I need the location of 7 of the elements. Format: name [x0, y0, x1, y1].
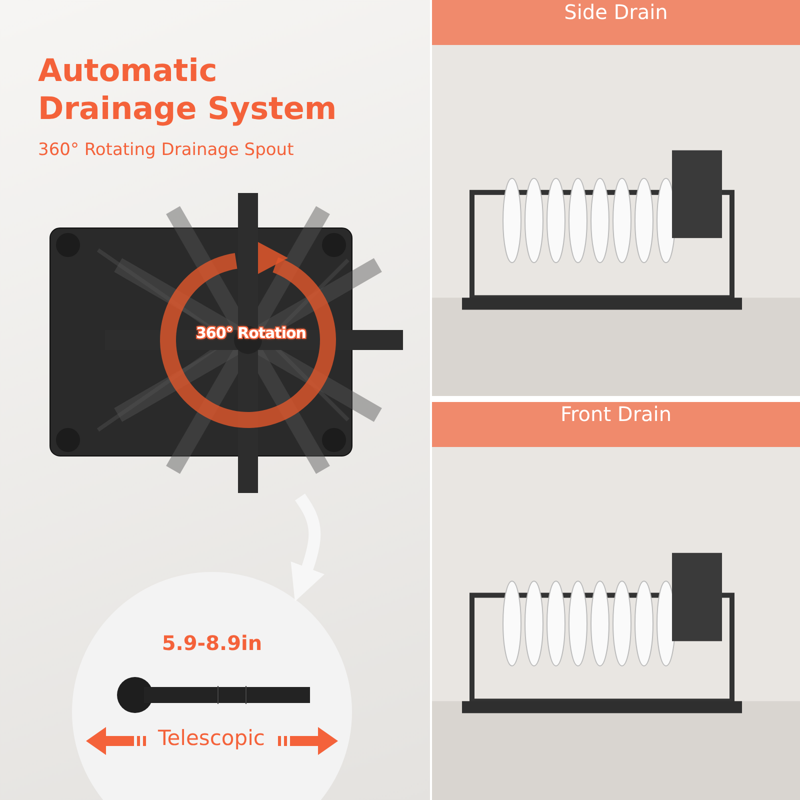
- heading-band: Front Drain: [432, 402, 800, 447]
- length-label: 5.9-8.9in: [160, 631, 264, 655]
- telescopic-label: Telescopic: [158, 726, 265, 750]
- title: Automatic Drainage System: [38, 52, 338, 128]
- heading-band: Side Drain: [432, 0, 800, 45]
- subtitle: 360° Rotating Drainage Spout: [38, 140, 294, 160]
- rotation-label: 360° Rotation: [196, 324, 306, 342]
